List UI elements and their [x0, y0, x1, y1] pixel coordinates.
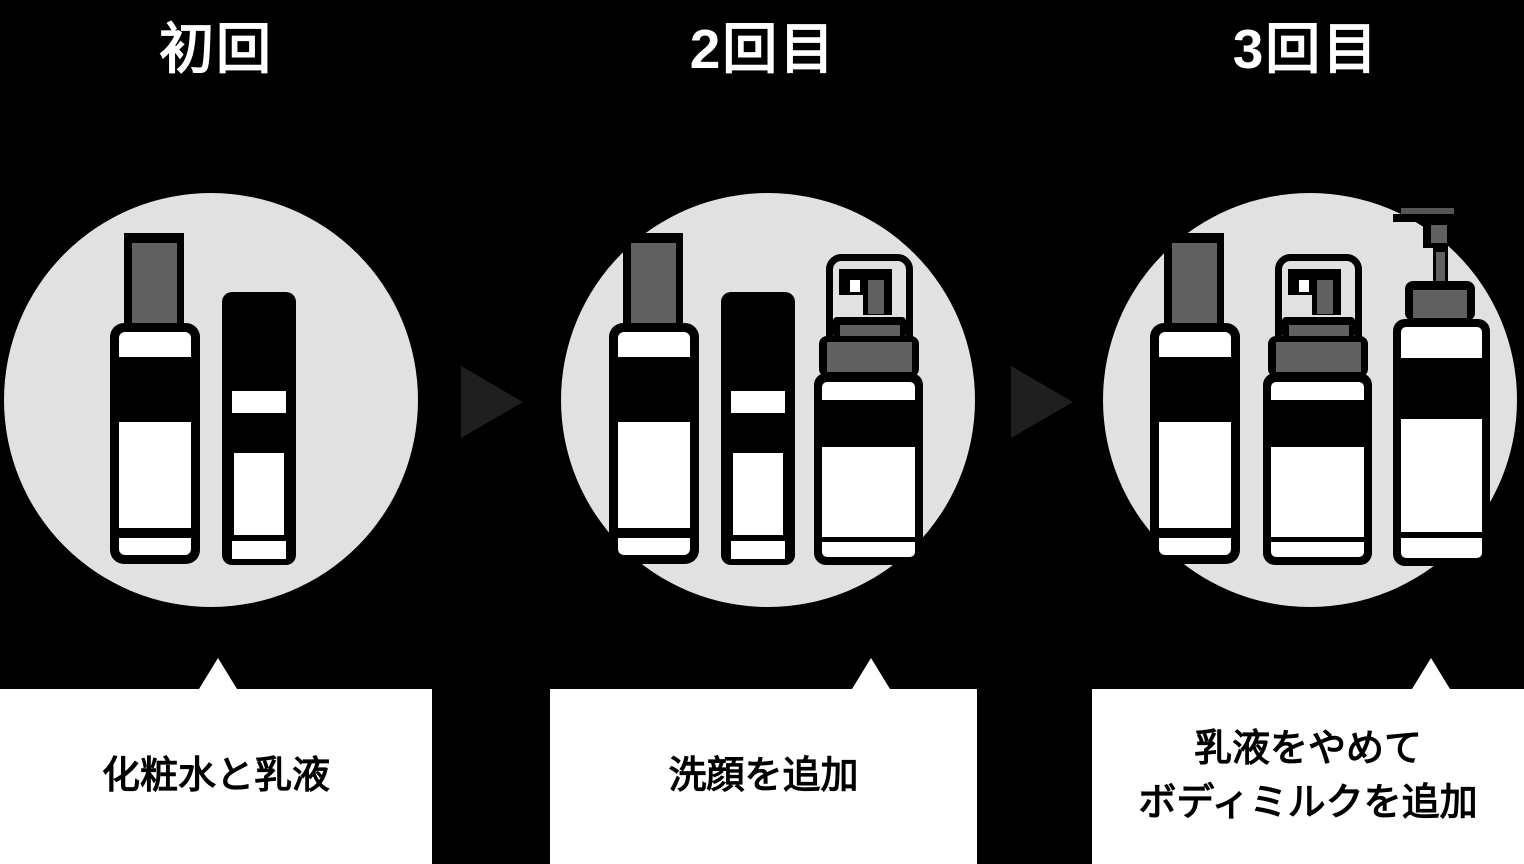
stage-1-circle: [4, 193, 418, 607]
caption-pointer-up-icon: [199, 658, 237, 689]
stage-3-title: 3回目: [1232, 18, 1380, 80]
stage-3-scene: [1103, 193, 1517, 607]
stage-2-title: 2回目: [689, 18, 837, 80]
stage-1-title: 初回: [158, 18, 274, 80]
caption-pointer-up-icon: [1412, 658, 1450, 689]
stage-3-caption-line-1: 乳液をやめて: [1193, 728, 1422, 771]
stage-1-caption: 化粧水と乳液: [101, 754, 330, 797]
stage-1-scene: [4, 193, 418, 607]
arrow-right-icon: [461, 366, 523, 438]
stage-2-caption-box: 洗顔を追加: [550, 689, 977, 864]
face-wash-bottle-icon: [814, 258, 923, 566]
stage-2-caption: 洗顔を追加: [668, 754, 859, 797]
arrow-right-icon: [1011, 366, 1073, 438]
stage-2-scene: [561, 193, 975, 607]
caption-pointer-up-icon: [852, 658, 890, 689]
emulsion-bottle-icon: [222, 292, 296, 565]
face-wash-bottle-icon: [1263, 258, 1372, 566]
stage-1-caption-box: 化粧水と乳液: [0, 689, 432, 864]
stage-3-caption-line-2: ボディミルクを追加: [1138, 781, 1478, 824]
emulsion-bottle-icon: [721, 292, 795, 565]
stage-3-caption-box: 乳液をやめて ボディミルクを追加: [1092, 689, 1524, 864]
